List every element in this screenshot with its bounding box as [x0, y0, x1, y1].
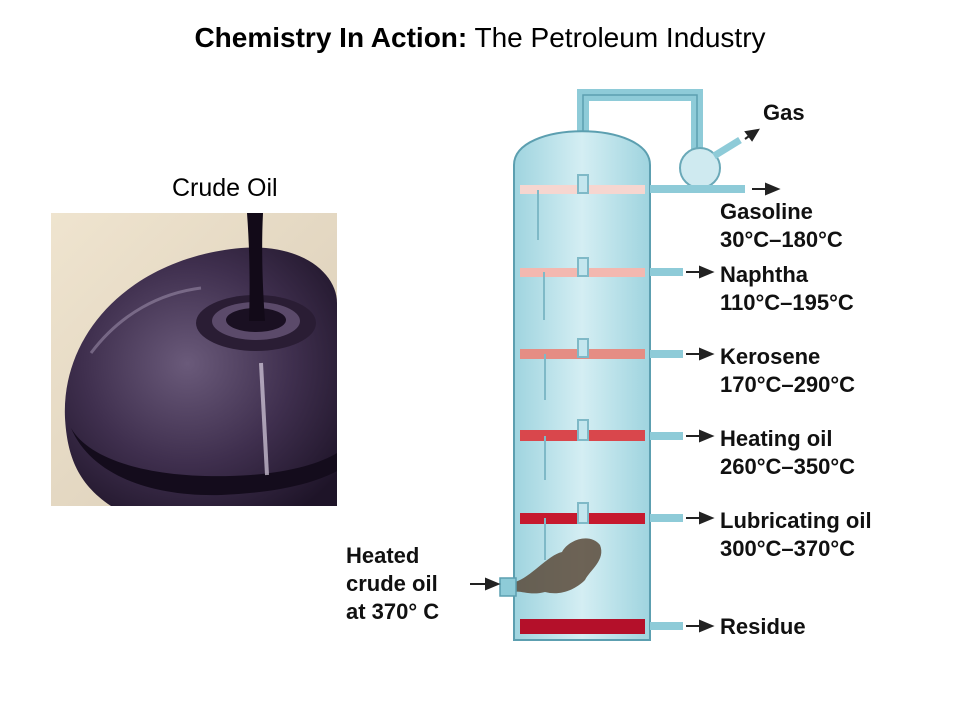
tray-residue	[520, 619, 645, 634]
feed-line-2: crude oil	[346, 571, 438, 596]
label-gas: Gas	[763, 100, 805, 125]
distillation-diagram: Gas Gasoline 30°C–180°C Naphtha 110°C–19…	[346, 89, 872, 641]
temp-heating-oil: 260°C–350°C	[720, 454, 855, 479]
crude-oil-label: Crude Oil	[172, 174, 278, 202]
page-title: Chemistry In Action: The Petroleum Indus…	[0, 22, 960, 54]
temp-naphtha: 110°C–195°C	[720, 290, 854, 315]
feed-line-1: Heated	[346, 543, 419, 568]
label-lubricating-oil: Lubricating oil	[720, 508, 872, 533]
label-gasoline: Gasoline	[720, 199, 813, 224]
temp-lubricating-oil: 300°C–370°C	[720, 536, 855, 561]
crude-oil-photo	[51, 213, 337, 506]
column-body	[513, 130, 651, 641]
label-naphtha: Naphtha	[720, 262, 809, 287]
temp-kerosene: 170°C–290°C	[720, 372, 855, 397]
label-heating-oil: Heating oil	[720, 426, 832, 451]
label-kerosene: Kerosene	[720, 344, 820, 369]
feed-line-3: at 370° C	[346, 599, 439, 624]
temp-gasoline: 30°C–180°C	[720, 227, 843, 252]
title-bold: Chemistry In Action:	[194, 22, 468, 53]
title-rest: The Petroleum Industry	[467, 22, 766, 53]
label-residue: Residue	[720, 614, 806, 639]
feed-flame	[515, 538, 602, 594]
